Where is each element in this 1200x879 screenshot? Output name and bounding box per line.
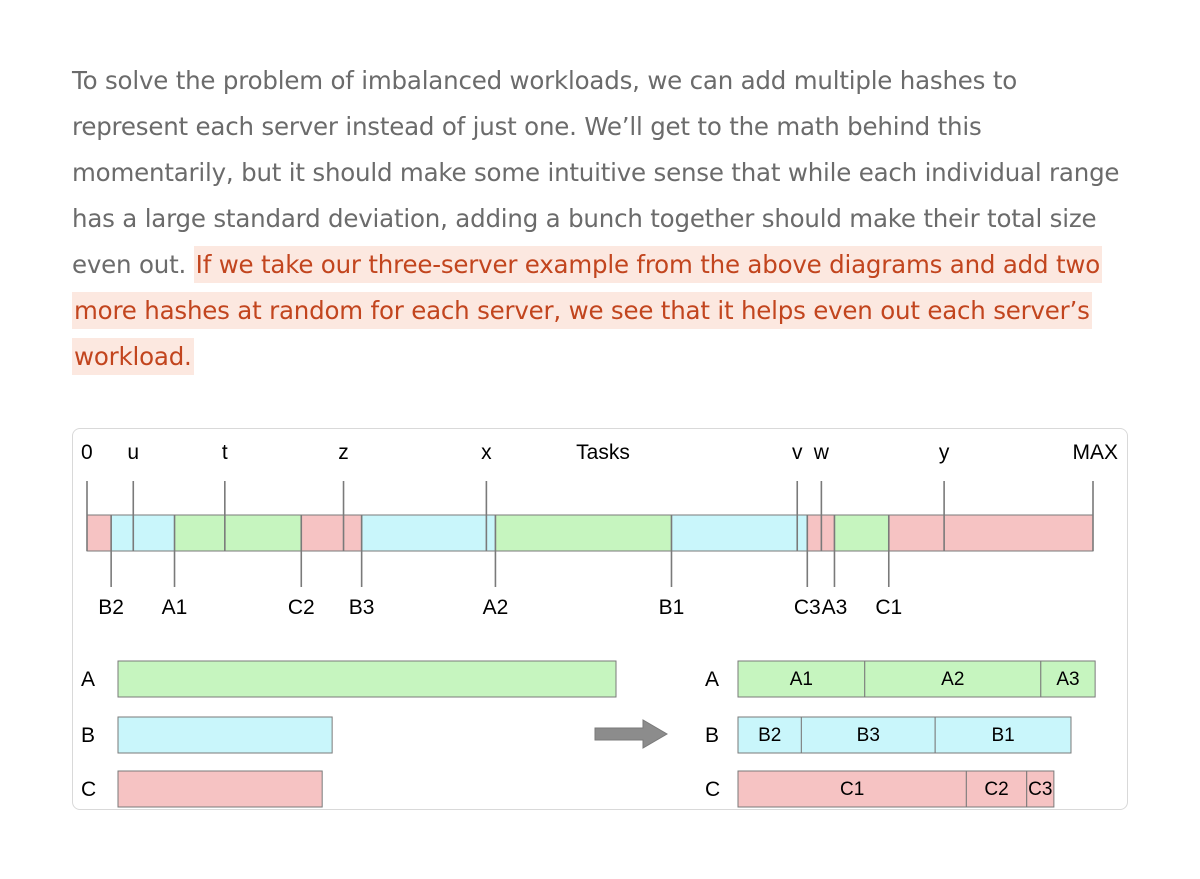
after-workload-part [934,716,1072,754]
task-label: x [481,441,492,464]
ring-segment [86,514,112,552]
before-workload-bar [117,660,617,698]
ring-segment [174,514,302,552]
task-label: t [222,441,228,464]
hash-label: B1 [659,596,685,619]
task-label: MAX [1072,441,1118,464]
after-workload-part [737,770,967,808]
after-part-label: C3 [1028,779,1052,800]
after-part-label: B1 [991,725,1014,746]
after-workload-part [1040,660,1096,698]
ring-segment [361,514,496,552]
after-part-label: B3 [857,725,880,746]
hash-label: B3 [349,596,375,619]
hash-label: C2 [288,596,315,619]
hash-label: A3 [822,596,848,619]
after-workload-part [1026,770,1055,808]
task-label: Tasks [576,441,630,464]
after-part-label: A3 [1056,669,1079,690]
task-label: y [939,441,950,464]
after-part-label: A1 [790,669,813,690]
after-workload-part [800,716,936,754]
ring-segment [670,514,808,552]
task-label: u [127,441,139,464]
before-row-label: A [81,668,95,691]
after-workload-part [864,660,1042,698]
ring-segment [833,514,890,552]
after-part-label: B2 [758,725,781,746]
ring-segment [110,514,176,552]
after-row-label: C [705,778,720,801]
hash-label: C3 [794,596,821,619]
ring-segment [300,514,363,552]
before-workload-bar [117,770,323,808]
hash-label: A2 [483,596,509,619]
after-part-label: C2 [984,779,1008,800]
paragraph-text: To solve the problem of imbalanced workl… [72,66,1120,279]
before-row-label: B [81,724,95,747]
task-label: z [338,441,349,464]
ring-segment [888,514,1094,552]
after-part-label: C1 [840,779,864,800]
hash-label: C1 [875,596,902,619]
article-paragraph: To solve the problem of imbalanced workl… [72,58,1132,380]
ring-segment [494,514,672,552]
hash-label: B2 [98,596,124,619]
before-row-label: C [81,778,96,801]
after-workload-part [737,716,802,754]
after-part-label: A2 [941,669,964,690]
task-label: w [813,441,830,464]
highlighted-text[interactable]: If we take our three-server example from… [72,246,1102,375]
hash-label: A1 [162,596,188,619]
after-row-label: B [705,724,719,747]
right-arrow-icon [594,719,668,749]
task-label: v [792,441,803,464]
after-row-label: A [705,668,719,691]
before-workload-bar [117,716,333,754]
task-label: 0 [81,441,93,464]
